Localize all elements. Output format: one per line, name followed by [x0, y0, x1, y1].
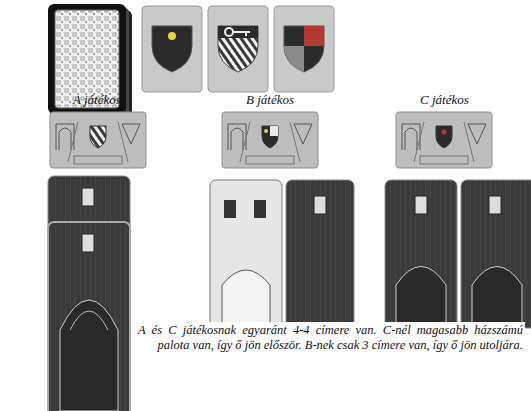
player-label: A játékos: [73, 92, 121, 108]
player-boards: [50, 112, 492, 168]
player-label: C játékos: [420, 92, 469, 108]
caption: A és C játékosnak egyaránt 4-4 címere va…: [136, 322, 525, 354]
player-label: B játékos: [246, 92, 294, 108]
building-cards: [48, 176, 531, 411]
card-deck: [48, 4, 132, 120]
shield-tiles: [142, 6, 334, 92]
